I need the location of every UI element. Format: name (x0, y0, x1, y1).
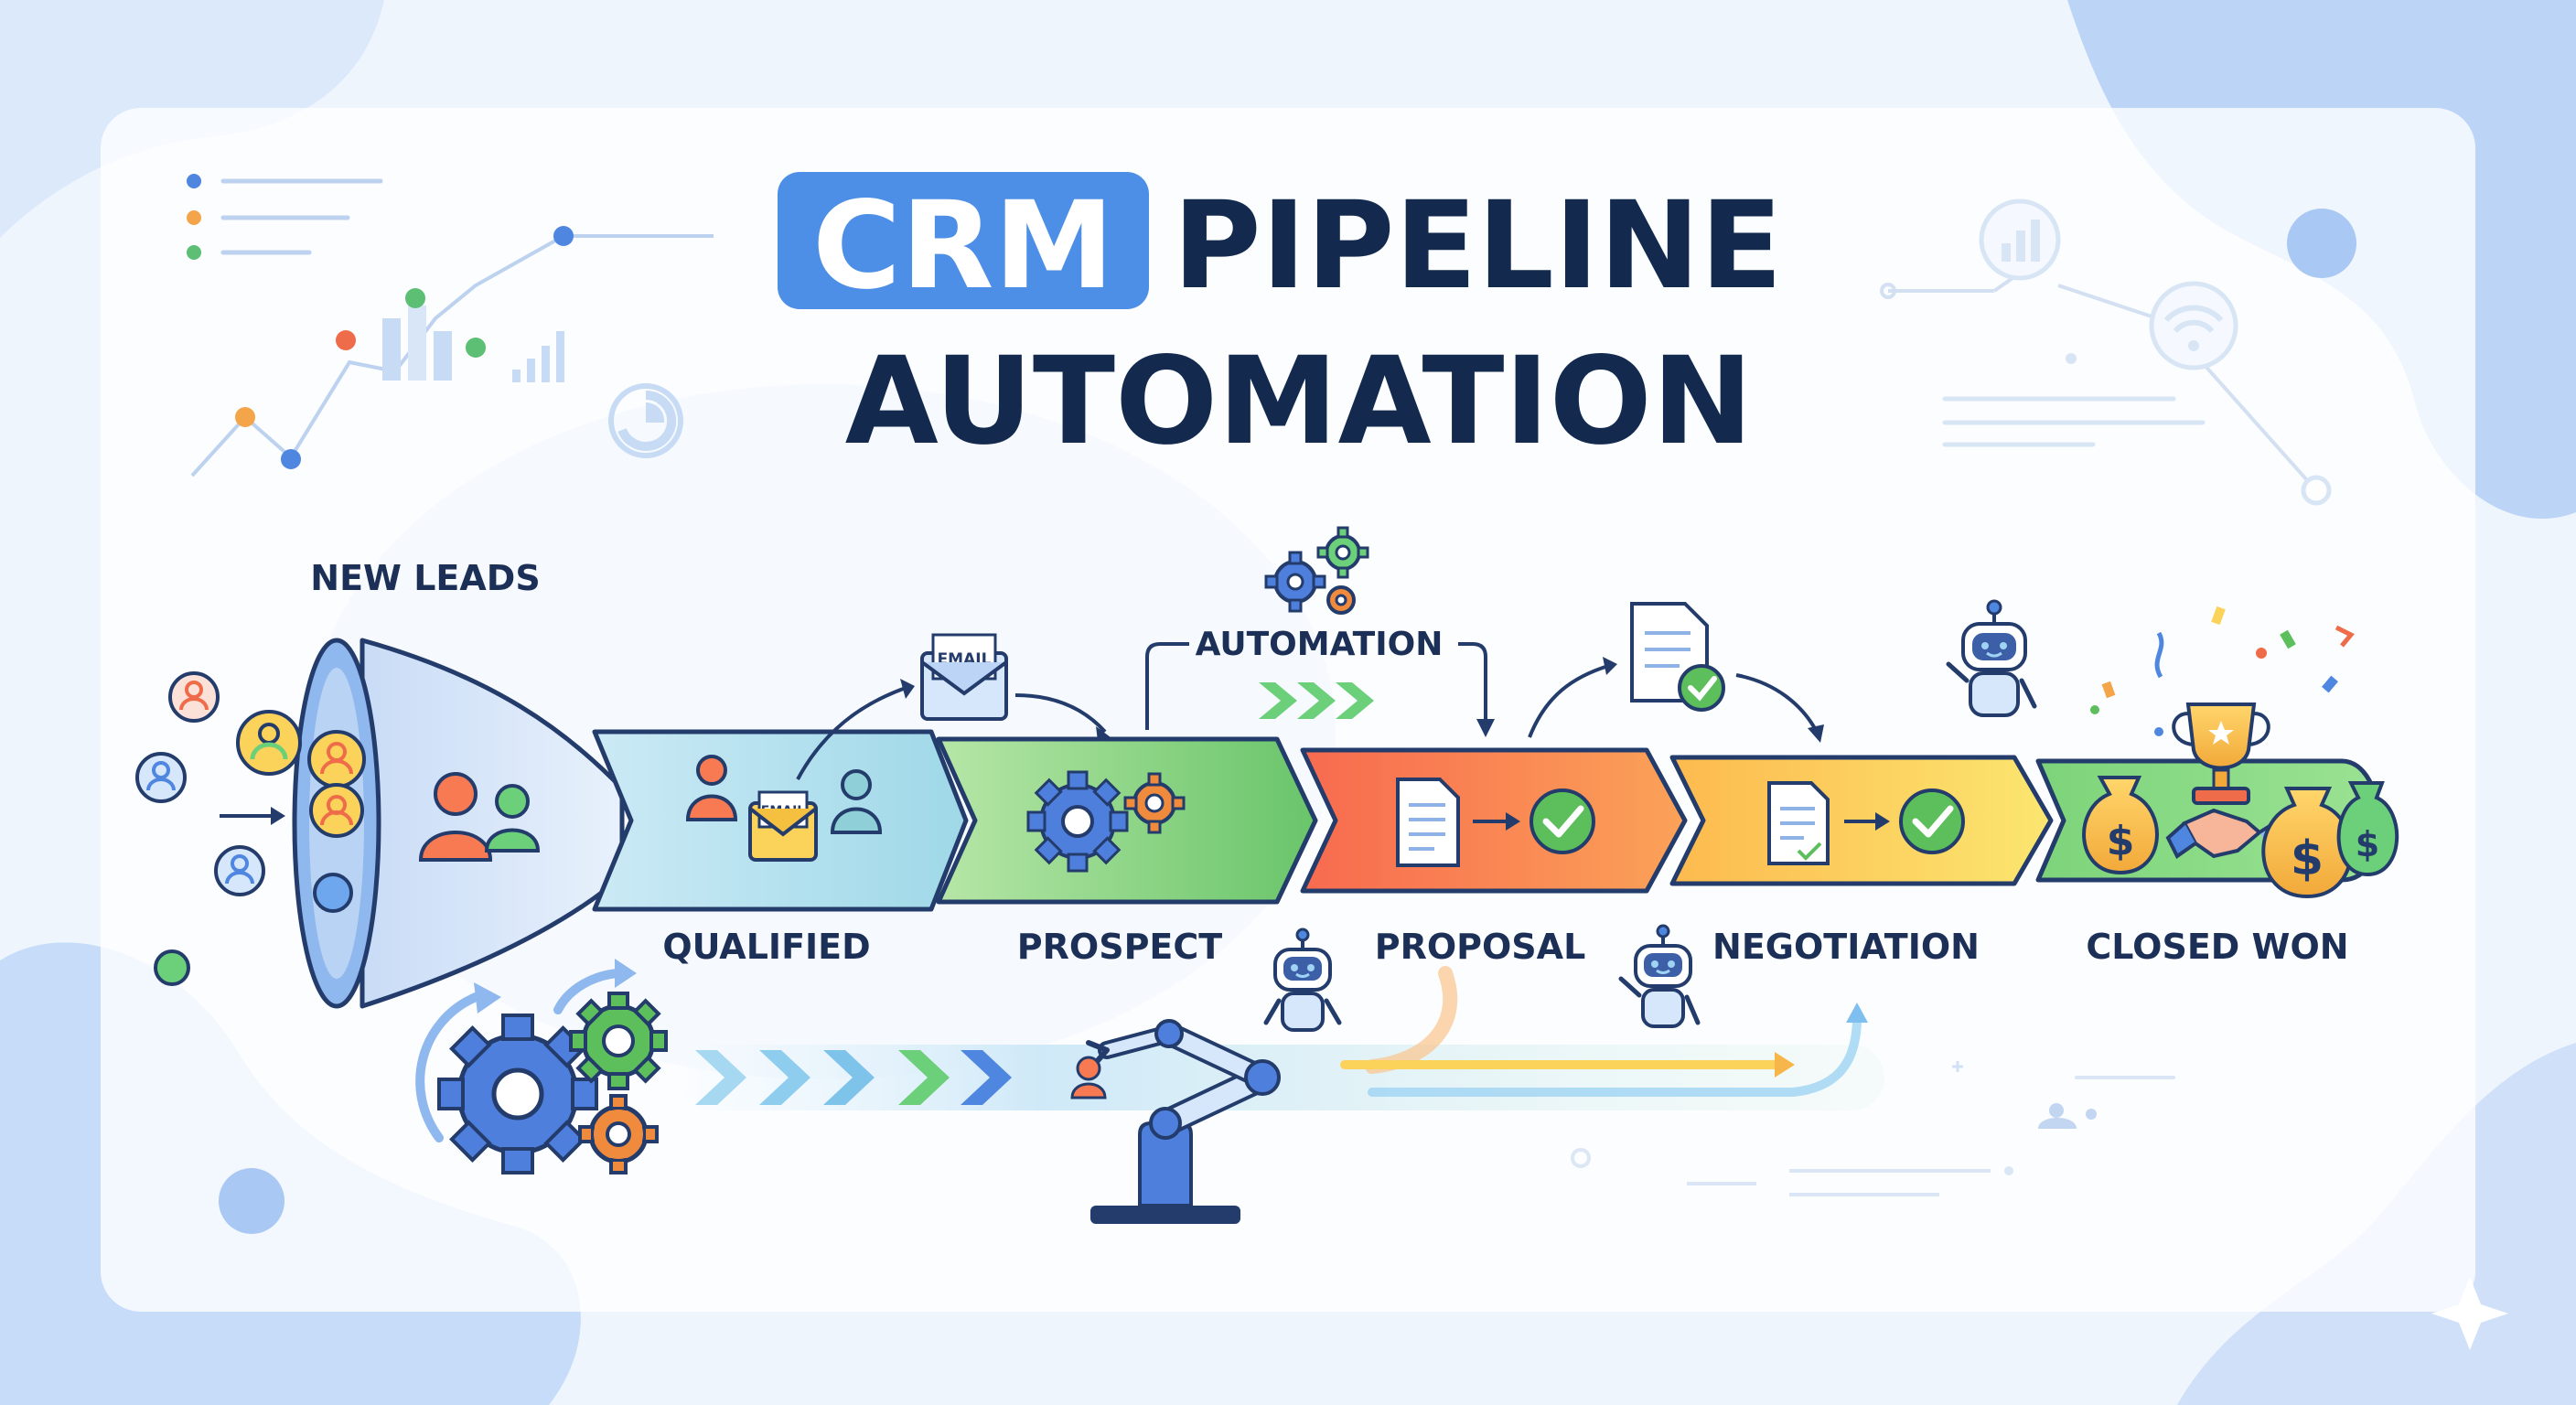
qualified-icons: EMAIL (685, 679, 915, 862)
funnel-person-icon (307, 730, 366, 913)
automation-chevrons (1259, 682, 1374, 719)
money-symbol-large: $ (2291, 831, 2324, 886)
robot-icon (1946, 599, 2037, 717)
decoration-bottom-right (1571, 1061, 2175, 1196)
email-automation: EMAIL (920, 633, 1111, 741)
lead-avatar-icon (135, 752, 187, 803)
robotic-arm-icon (1070, 1019, 1281, 1224)
lead-avatar-icon (168, 671, 220, 723)
check-circle-icon (1678, 664, 1725, 712)
automation-label: AUTOMATION (1196, 626, 1444, 663)
stage-label-negotiation: NEGOTIATION (1712, 927, 1980, 967)
closed-won-icons: $ $ $ (2082, 606, 2399, 899)
money-bag-icon: $ (2082, 776, 2159, 875)
funnel-group-icon (418, 772, 541, 862)
flow-chevrons (695, 1050, 1012, 1105)
incoming-leads (135, 671, 302, 986)
gear-icon (437, 1014, 598, 1174)
email-envelope-icon: EMAIL (920, 633, 1008, 721)
gear-icon (1123, 772, 1186, 834)
confetti (2090, 606, 2355, 736)
prospect-gears (1026, 770, 1186, 873)
stage-label-proposal: PROPOSAL (1375, 927, 1586, 967)
gear-icon (1326, 585, 1356, 615)
lead-funnel (292, 638, 625, 1009)
negotiation-icons (1767, 781, 1965, 865)
decoration-analytics-left (187, 174, 714, 477)
gear-icon (1026, 770, 1129, 873)
decoration-network-right (1880, 198, 2332, 506)
title-line2: AUTOMATION (845, 331, 1754, 472)
proposal-icons (1396, 778, 1595, 867)
gear-icon (569, 992, 668, 1090)
lead-avatar-icon (214, 845, 265, 896)
lead-avatar-icon (236, 710, 302, 776)
check-circle-icon (1899, 788, 1965, 854)
money-bag-icon: $ (2336, 781, 2399, 877)
contract-approval (1528, 602, 1824, 743)
title-block: CRM PIPELINE AUTOMATION (778, 172, 1783, 472)
money-symbol: $ (2107, 818, 2135, 864)
robot-icon (1263, 928, 1342, 1032)
stage-label-closed-won: CLOSED WON (2086, 927, 2348, 967)
gear-icon (1264, 551, 1326, 613)
money-symbol-small: $ (2356, 824, 2379, 864)
stage-label-prospect: PROSPECT (1017, 927, 1222, 967)
automation-bracket: AUTOMATION (1145, 526, 1495, 737)
gear-icon (1316, 526, 1369, 579)
title-line1: PIPELINE (1173, 176, 1783, 316)
stage-label-new-leads: NEW LEADS (310, 558, 540, 598)
document-icon (1767, 781, 1830, 865)
stage-labels: NEW LEADS QUALIFIED PROSPECT PROPOSAL NE… (310, 558, 2348, 967)
crm-badge (778, 172, 1149, 309)
automation-gears (415, 959, 668, 1174)
stage-label-qualified: QUALIFIED (662, 927, 870, 967)
document-icon (1396, 778, 1460, 867)
title-badge: CRM (812, 176, 1114, 316)
check-circle-icon (1530, 788, 1595, 854)
email-envelope-icon: EMAIL (748, 790, 818, 862)
robot-icon (1618, 924, 1701, 1028)
gear-icon (578, 1094, 659, 1174)
trophy-icon (2172, 702, 2270, 805)
